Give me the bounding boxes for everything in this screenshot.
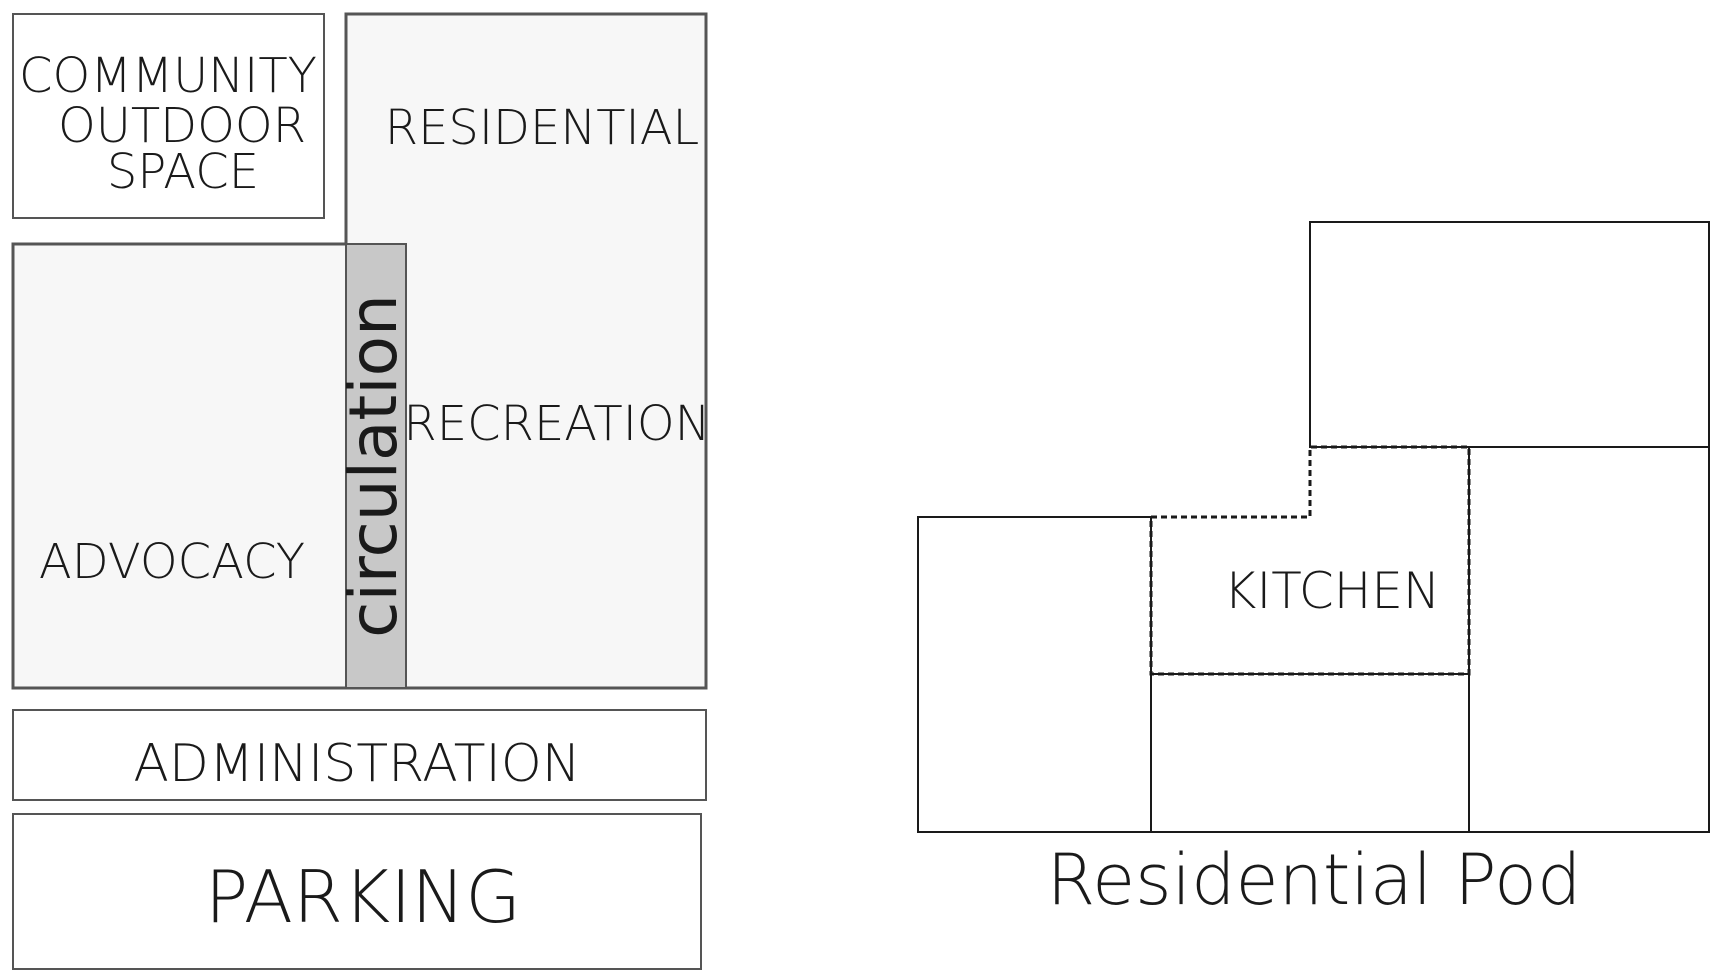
- parking-label: PARKING: [205, 855, 521, 939]
- circulation-strip: [345, 243, 407, 689]
- community-label-line3: SPACE: [107, 144, 259, 200]
- recreation-label: RECREATION: [403, 396, 710, 452]
- residential-pod: [917, 221, 1710, 833]
- pod-room-left: [917, 516, 1152, 833]
- site-plan: COMMUNITY OUTDOOR SPACE RESIDENTIAL RECR…: [11, 12, 711, 970]
- residential-label: RESIDENTIAL: [385, 100, 700, 156]
- community-outdoor-space-box: [12, 13, 325, 219]
- parking-box: [12, 813, 702, 970]
- kitchen-label: KITCHEN: [1224, 562, 1441, 620]
- pod-room-top-right: [1309, 221, 1710, 448]
- circulation-label: circulation: [335, 294, 412, 638]
- administration-label: ADMINISTRATION: [133, 734, 580, 794]
- advocacy-label: ADVOCACY: [39, 534, 305, 590]
- community-label-line2: OUTDOOR: [58, 98, 306, 154]
- pod-caption: Residential Pod: [1047, 839, 1582, 921]
- pod-room-bottom-middle: [1150, 673, 1470, 833]
- community-label-line1: COMMUNITY: [19, 48, 317, 104]
- administration-box: [12, 709, 707, 801]
- pod-room-right: [1468, 446, 1710, 833]
- pod-kitchen-outline: [1149, 445, 1471, 676]
